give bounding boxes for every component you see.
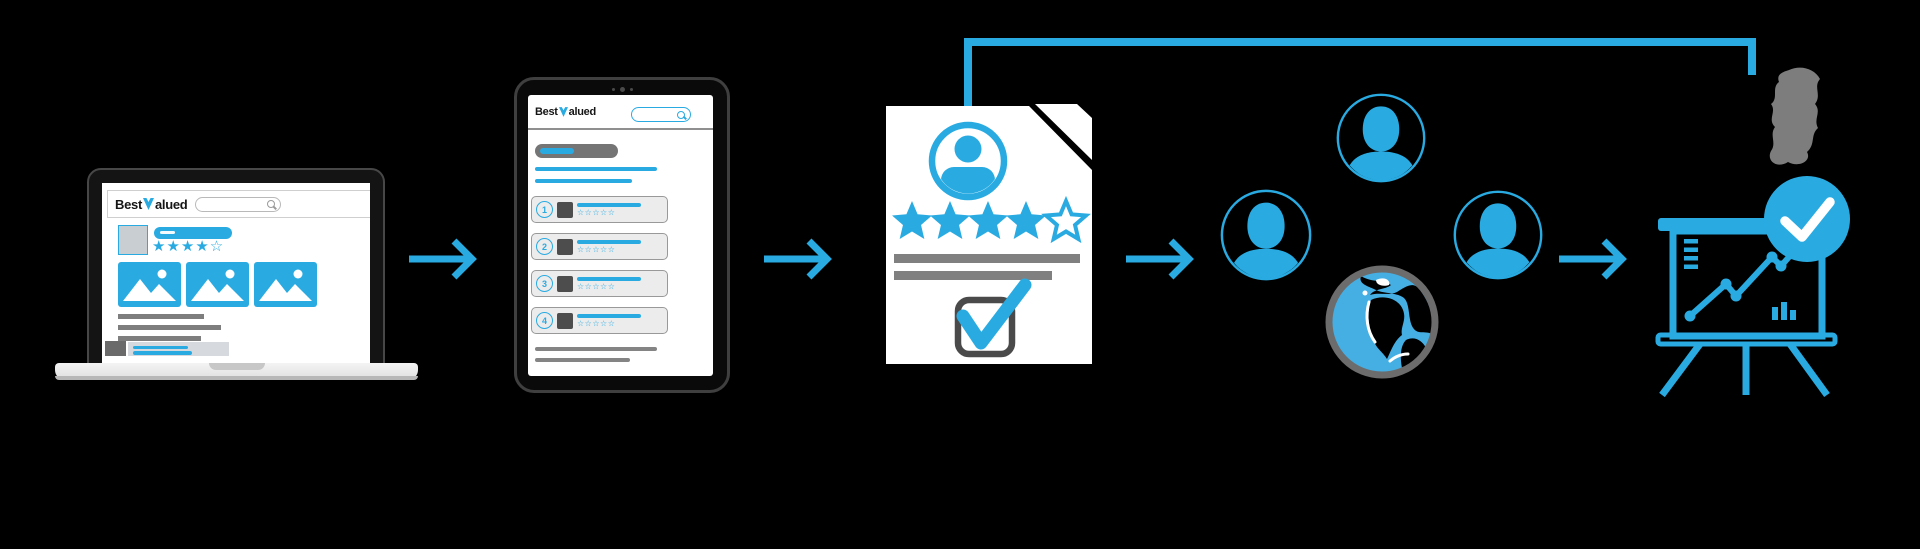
text-line [535, 179, 632, 183]
laptop-illustration: Best alued ★★★★☆ [55, 166, 428, 382]
item-star-rating: ☆☆☆☆☆ [577, 281, 616, 291]
brand-suffix: alued [568, 106, 597, 118]
text-line [118, 336, 201, 341]
flow-arrow-icon [1126, 238, 1194, 280]
person-avatar-icon [1455, 192, 1541, 280]
person-avatar-icon [1222, 191, 1310, 281]
item-title-bar [577, 313, 641, 318]
image-gallery [118, 262, 317, 307]
ranked-list-item[interactable]: 1 ☆☆☆☆☆ [531, 196, 668, 223]
item-title-bar [577, 202, 641, 207]
approved-check-badge-icon [1764, 176, 1850, 262]
user-avatar-badge-icon [928, 121, 1008, 201]
filter-bar [535, 144, 618, 158]
person-profile-silhouette-icon [1769, 67, 1820, 165]
checkmark-icon [956, 278, 1032, 350]
rank-badge: 3 [536, 275, 553, 292]
search-icon [267, 200, 276, 208]
brand-prefix: Best [115, 196, 142, 212]
title-bar-highlight [160, 231, 175, 234]
connector-right-vertical [1748, 38, 1756, 75]
brand-logo: Best alued [115, 196, 188, 212]
text-line [894, 254, 1080, 263]
laptop-search-input[interactable] [195, 196, 282, 212]
item-star-rating: ☆☆☆☆☆ [577, 318, 616, 328]
item-star-rating: ☆☆☆☆☆ [577, 244, 616, 254]
flow-arrow-icon [409, 238, 477, 280]
listing-title-bar [154, 227, 232, 239]
rank-badge: 2 [536, 238, 553, 255]
globe-icon [1325, 265, 1439, 379]
review-document-illustration [886, 104, 1092, 364]
flow-arrow-icon [1559, 238, 1627, 280]
list-item-thumb [105, 341, 126, 356]
listing-star-rating: ★★★★☆ [152, 237, 225, 255]
ranked-list-item[interactable]: 2 ☆☆☆☆☆ [531, 233, 668, 260]
rank-badge: 4 [536, 312, 553, 329]
item-thumb [557, 201, 573, 218]
folded-corner [1035, 104, 1092, 160]
ranked-list-item[interactable]: 4 ☆☆☆☆☆ [531, 307, 668, 334]
text-line [894, 271, 1052, 280]
laptop-base [55, 363, 418, 380]
text-line [535, 358, 630, 362]
presentation-easel-icon [1655, 218, 1838, 398]
image-placeholder-icon [254, 262, 317, 307]
brand-suffix: alued [154, 196, 188, 212]
results-presentation-illustration [1655, 67, 1850, 398]
search-icon [677, 110, 685, 119]
text-line [535, 167, 657, 171]
text-line [535, 347, 657, 351]
text-line [118, 325, 221, 330]
laptop-notch [208, 363, 265, 370]
text-line [118, 314, 204, 319]
mini-bar-chart-icon [1772, 302, 1796, 320]
brand-prefix: Best [535, 106, 558, 118]
brand-v-icon [558, 107, 568, 117]
document-page [886, 106, 1092, 364]
item-title-bar [577, 276, 641, 281]
approval-checkbox[interactable] [954, 278, 1032, 358]
rank-badge: 1 [536, 201, 553, 218]
image-placeholder-icon [186, 262, 249, 307]
connector-horizontal [964, 38, 1756, 46]
item-thumb [557, 275, 573, 292]
ranked-list-item[interactable]: 3 ☆☆☆☆☆ [531, 270, 668, 297]
item-thumb [557, 238, 573, 255]
connector-left-vertical [964, 38, 972, 106]
item-title-bar [577, 239, 641, 244]
audience-network-illustration [1208, 88, 1552, 379]
image-placeholder-icon [118, 262, 181, 307]
tablet-camera-dots [517, 87, 727, 92]
list-item [128, 342, 229, 356]
laptop-screen: Best alued ★★★★☆ [102, 183, 370, 363]
list-item-text [133, 351, 192, 355]
list-item-text [133, 346, 188, 349]
brand-v-icon [142, 198, 154, 210]
header-divider [528, 128, 713, 130]
trend-line-chart-icon [1684, 247, 1799, 322]
tablet-illustration: Best alued 1 [514, 77, 730, 393]
brand-logo: Best alued [535, 106, 596, 118]
tablet-search-input[interactable] [631, 107, 691, 122]
item-star-rating: ☆☆☆☆☆ [577, 207, 616, 217]
flow-arrow-icon [764, 238, 832, 280]
filter-bar-fill [540, 148, 574, 154]
item-thumb [557, 312, 573, 329]
easel-legs [1659, 341, 1830, 398]
listing-thumbnail [118, 225, 148, 255]
person-avatar-icon [1338, 95, 1424, 183]
tablet-screen: Best alued 1 [528, 95, 713, 376]
laptop-site-header: Best alued [107, 190, 370, 218]
